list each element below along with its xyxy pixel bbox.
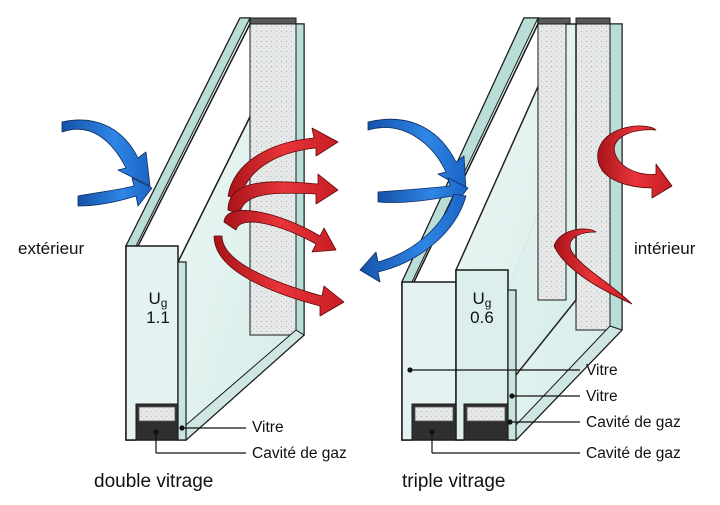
exterior-label: extérieur <box>18 239 85 258</box>
triple-rear-face <box>507 289 517 441</box>
double-u-sub: g <box>160 296 168 310</box>
triple-arrows <box>359 118 673 305</box>
triple-u-number: 0.6 <box>470 308 494 327</box>
triple-u-sub: g <box>484 296 492 310</box>
triple-legend-glass-1: Vitre <box>586 362 618 379</box>
interior-label: intérieur <box>634 239 696 258</box>
leader-dot <box>179 425 185 431</box>
leader-dot <box>407 367 413 373</box>
triple-glare-line <box>427 81 513 269</box>
double-u-number: 1.1 <box>146 308 170 327</box>
triple-glazing-unit <box>401 17 623 442</box>
leader-dot <box>509 393 515 399</box>
double-arrows <box>61 119 345 317</box>
double-u-value: Ug 1.1 <box>140 290 176 326</box>
solar-arrow-2 <box>77 177 153 207</box>
triple-spacer-2-gas <box>466 406 506 422</box>
double-caption: double vitrage <box>94 471 214 492</box>
triple-legend-glass-2: Vitre <box>586 388 618 405</box>
triple-legend-gas-1: Cavité de gaz <box>586 414 681 431</box>
leader-lines <box>153 367 580 454</box>
double-legend-glass: Vitre <box>252 419 284 436</box>
gas-cavity-top <box>247 17 297 25</box>
heat-arrow-1 <box>227 127 339 201</box>
triple-legend-gas-2: Cavité de gaz <box>586 445 681 462</box>
glare-line <box>149 79 227 233</box>
triple-reflect-arrow <box>359 193 467 283</box>
solar-arrow-1 <box>61 119 151 187</box>
triple-heat-arrow-2 <box>553 228 633 305</box>
heat-arrow-2 <box>227 173 339 215</box>
triple-heat-arrow-1 <box>597 125 673 199</box>
leader-dot <box>429 429 435 435</box>
triple-cavity-top-2 <box>575 17 611 25</box>
triple-u-value: Ug 0.6 <box>464 290 500 326</box>
double-legend-gas: Cavité de gaz <box>252 445 347 462</box>
triple-caption: triple vitrage <box>402 471 506 492</box>
double-glazing-unit <box>125 17 305 442</box>
leader-dot <box>507 419 513 425</box>
leader-dot <box>153 429 159 435</box>
triple-cavity-top-1 <box>537 17 571 25</box>
rear-pane-face <box>177 261 187 441</box>
heat-arrow-4 <box>213 235 345 317</box>
spacer-gas <box>138 406 176 422</box>
heat-arrow-3 <box>223 210 337 253</box>
triple-cavity-strip-1 <box>537 23 567 301</box>
double-u-symbol: U <box>148 289 161 308</box>
triple-u-symbol: U <box>472 289 485 308</box>
triple-spacer-1-gas <box>414 406 454 422</box>
